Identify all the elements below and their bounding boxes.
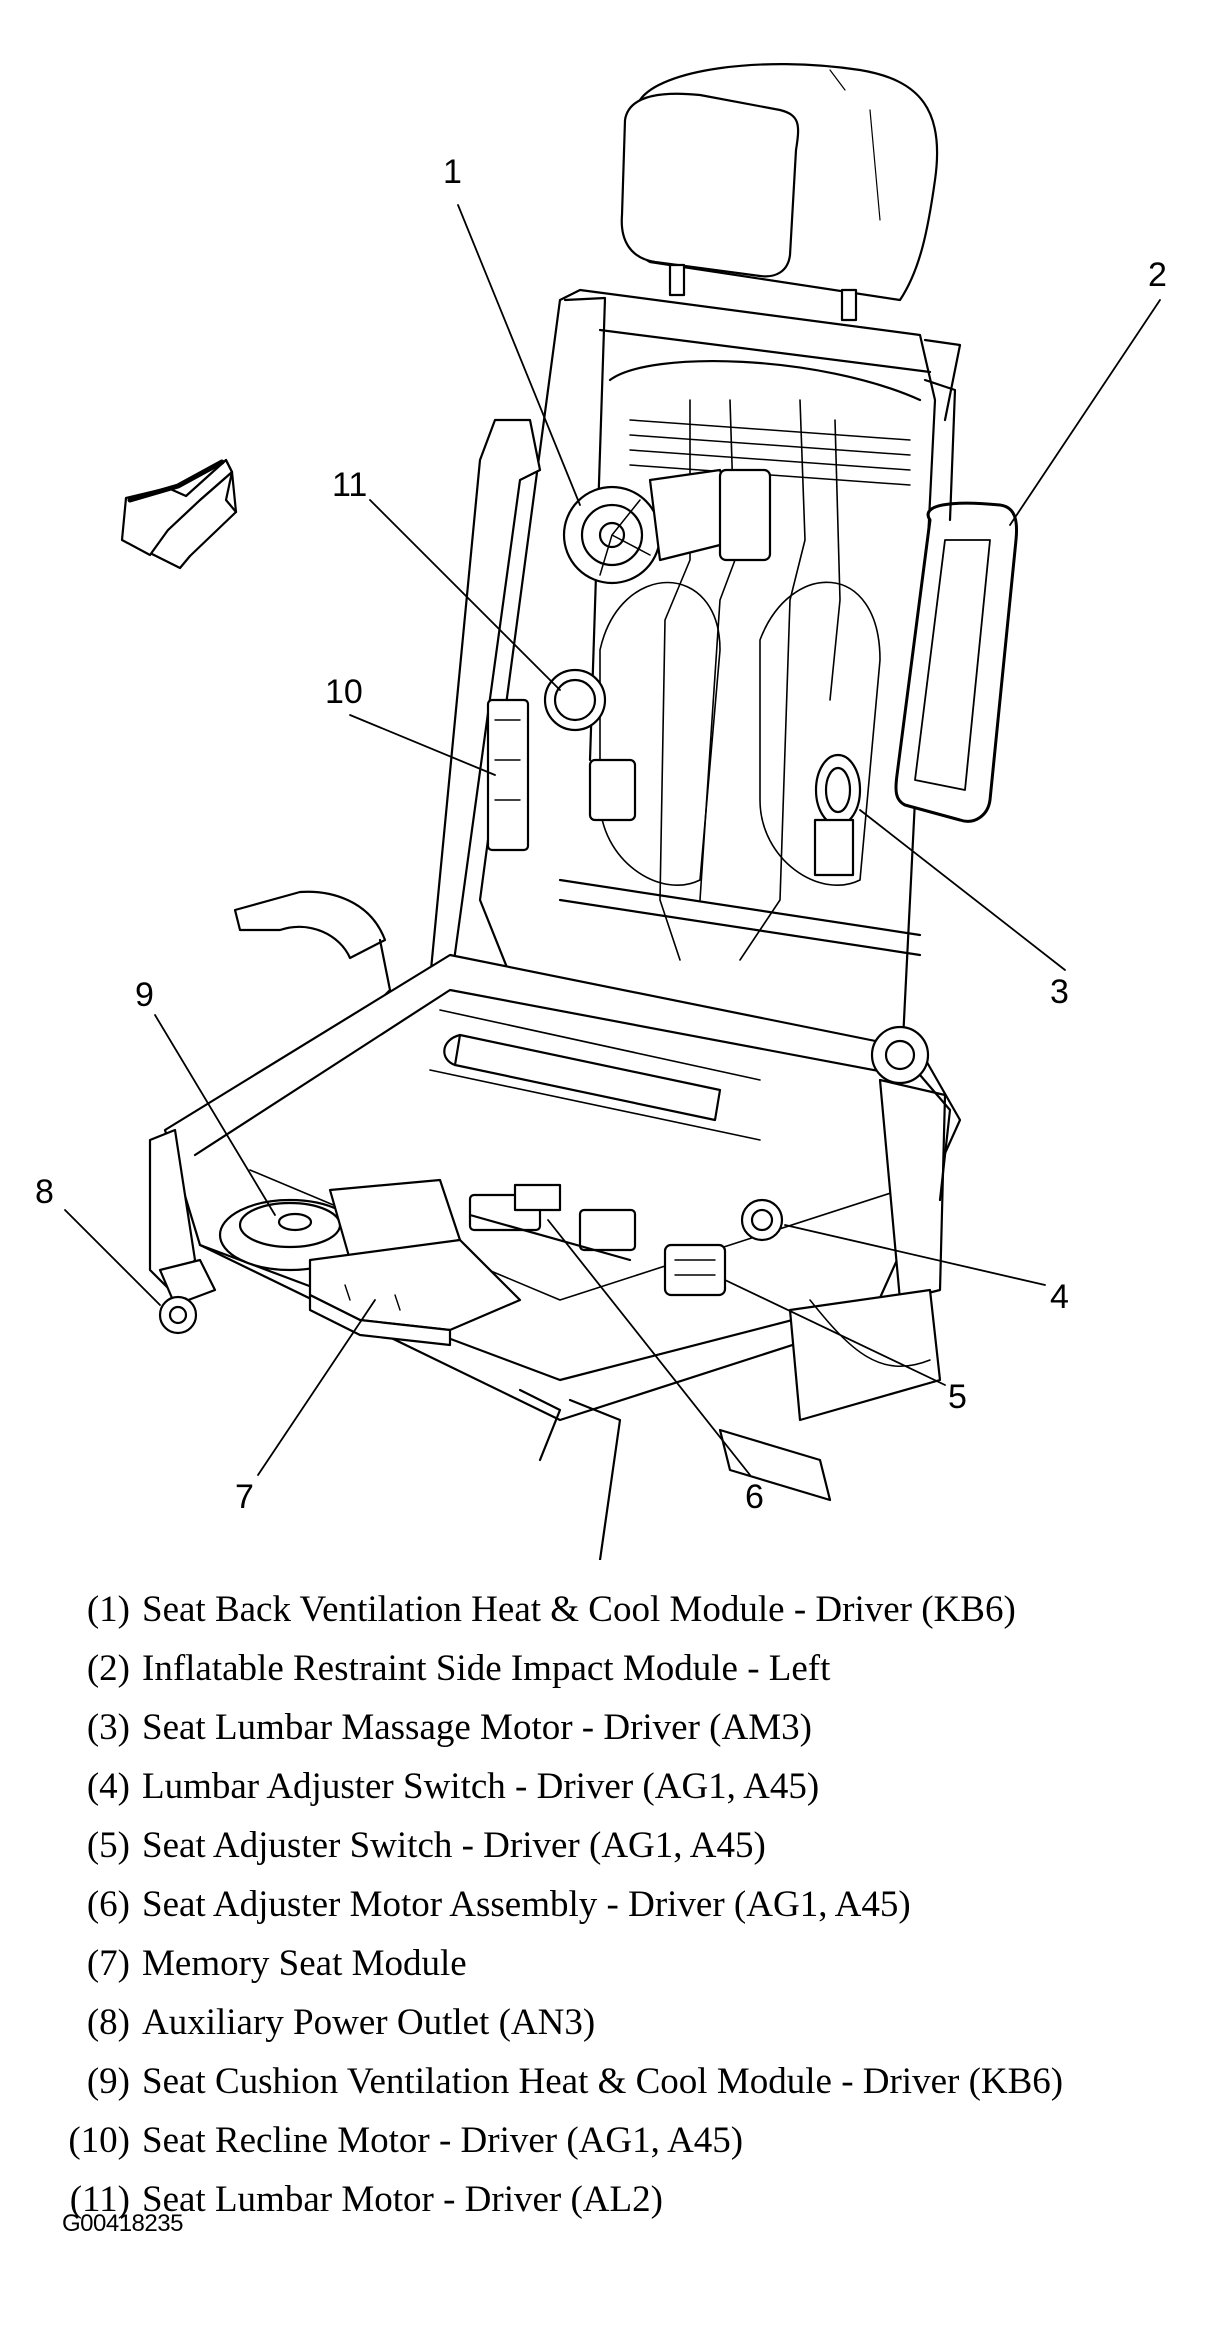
legend-item-8: (8) Auxiliary Power Outlet (AN3) — [60, 2001, 1220, 2060]
leader-line-11 — [369, 499, 561, 691]
legend-number: (5) — [86, 1825, 130, 1866]
side-impact-module — [894, 378, 1019, 823]
legend-number: (7) — [86, 1943, 130, 1984]
leader-line-4 — [784, 1224, 1046, 1286]
memory-seat-module — [308, 1238, 522, 1347]
callout-8: 8 — [35, 1173, 54, 1211]
legend-item-11: (11) Seat Lumbar Motor - Driver (AL2) — [60, 2178, 1220, 2237]
legend-item-7: (7) Memory Seat Module — [60, 1942, 1220, 2001]
legend-number: (2) — [86, 1648, 130, 1689]
legend-label: Seat Lumbar Massage Motor - Driver (AM3) — [142, 1707, 812, 1748]
lumbar-motor — [543, 668, 637, 822]
callout-1: 1 — [443, 153, 462, 191]
leader-line-3 — [859, 809, 1066, 971]
figure-id: G00418235 — [62, 2210, 183, 2237]
legend-number: (1) — [86, 1589, 130, 1630]
callout-9: 9 — [135, 976, 154, 1014]
legend-label: Seat Back Ventilation Heat & Cool Module… — [142, 1589, 1016, 1630]
headrest — [620, 63, 939, 322]
legend-item-9: (9) Seat Cushion Ventilation Heat & Cool … — [60, 2060, 1220, 2119]
leader-line-9 — [154, 1014, 276, 1216]
legend-item-3: (3) Seat Lumbar Massage Motor - Driver (A… — [60, 1706, 1220, 1765]
leader-line-6 — [547, 1219, 751, 1476]
lumbar-adjuster-switch — [740, 1198, 784, 1242]
legend-label: Seat Cushion Ventilation Heat & Cool Mod… — [142, 2061, 1064, 2102]
legend-number: (8) — [86, 2002, 130, 2043]
seat-adjuster-motor-assembly — [468, 1183, 637, 1262]
legend-label: Auxiliary Power Outlet (AN3) — [142, 2002, 596, 2043]
legend-number: (4) — [86, 1766, 130, 1807]
legend-item-6: (6) Seat Adjuster Motor Assembly - Driver… — [60, 1883, 1220, 1942]
leader-line-7 — [257, 1299, 376, 1476]
legend-label: Seat Lumbar Motor - Driver (AL2) — [142, 2179, 663, 2220]
callout-11: 11 — [332, 466, 368, 504]
seat-adjuster-switch — [663, 1243, 727, 1297]
ventilation-fan-back — [562, 468, 772, 585]
leader-line-2 — [1009, 299, 1161, 526]
legend-number: (3) — [86, 1707, 130, 1748]
legend-item-5: (5) Seat Adjuster Switch - Driver (AG1, A… — [60, 1824, 1220, 1883]
callout-10: 10 — [325, 673, 363, 711]
leader-line-8 — [64, 1209, 161, 1306]
legend-label: Lumbar Adjuster Switch - Driver (AG1, A4… — [142, 1766, 820, 1807]
front-direction-arrow-icon — [120, 458, 238, 570]
legend-label: Seat Adjuster Switch - Driver (AG1, A45) — [142, 1825, 766, 1866]
legend-item-4: (4) Lumbar Adjuster Switch - Driver (AG1,… — [60, 1765, 1220, 1824]
legend-label: Seat Adjuster Motor Assembly - Driver (A… — [142, 1884, 911, 1925]
legend-number: (10) — [68, 2120, 130, 2161]
legend-item-10: (10) Seat Recline Motor - Driver (AG1, A4… — [60, 2119, 1220, 2178]
recline-motor — [486, 698, 530, 852]
legend-number: (9) — [86, 2061, 130, 2102]
legend-label: Seat Recline Motor - Driver (AG1, A45) — [142, 2120, 744, 2161]
lumbar-massage-motor — [813, 753, 862, 877]
callout-5: 5 — [948, 1378, 967, 1416]
legend-number: (11) — [69, 2179, 130, 2220]
callout-2: 2 — [1148, 256, 1167, 294]
callout-3: 3 — [1050, 973, 1069, 1011]
seatbelt-tab — [233, 890, 392, 1012]
auxiliary-power-outlet — [158, 1258, 217, 1335]
callout-6: 6 — [745, 1478, 764, 1516]
seat-diagram — [64, 63, 1161, 1560]
legend-label: Memory Seat Module — [142, 1943, 467, 1984]
component-legend: (1) Seat Back Ventilation Heat & Cool Mod… — [60, 1588, 1220, 2237]
callout-4: 4 — [1050, 1278, 1069, 1316]
legend-label: Inflatable Restraint Side Impact Module … — [142, 1648, 831, 1689]
leader-lines — [64, 204, 1161, 1476]
legend-item-2: (2) Inflatable Restraint Side Impact Modu… — [60, 1647, 1220, 1706]
legend-item-1: (1) Seat Back Ventilation Heat & Cool Mod… — [60, 1588, 1220, 1647]
legend-number: (6) — [86, 1884, 130, 1925]
leader-line-1 — [457, 204, 581, 506]
leader-line-10 — [349, 714, 496, 776]
callout-7: 7 — [235, 1478, 254, 1516]
leader-line-5 — [724, 1279, 946, 1386]
ventilation-fan-cushion — [218, 1178, 462, 1272]
